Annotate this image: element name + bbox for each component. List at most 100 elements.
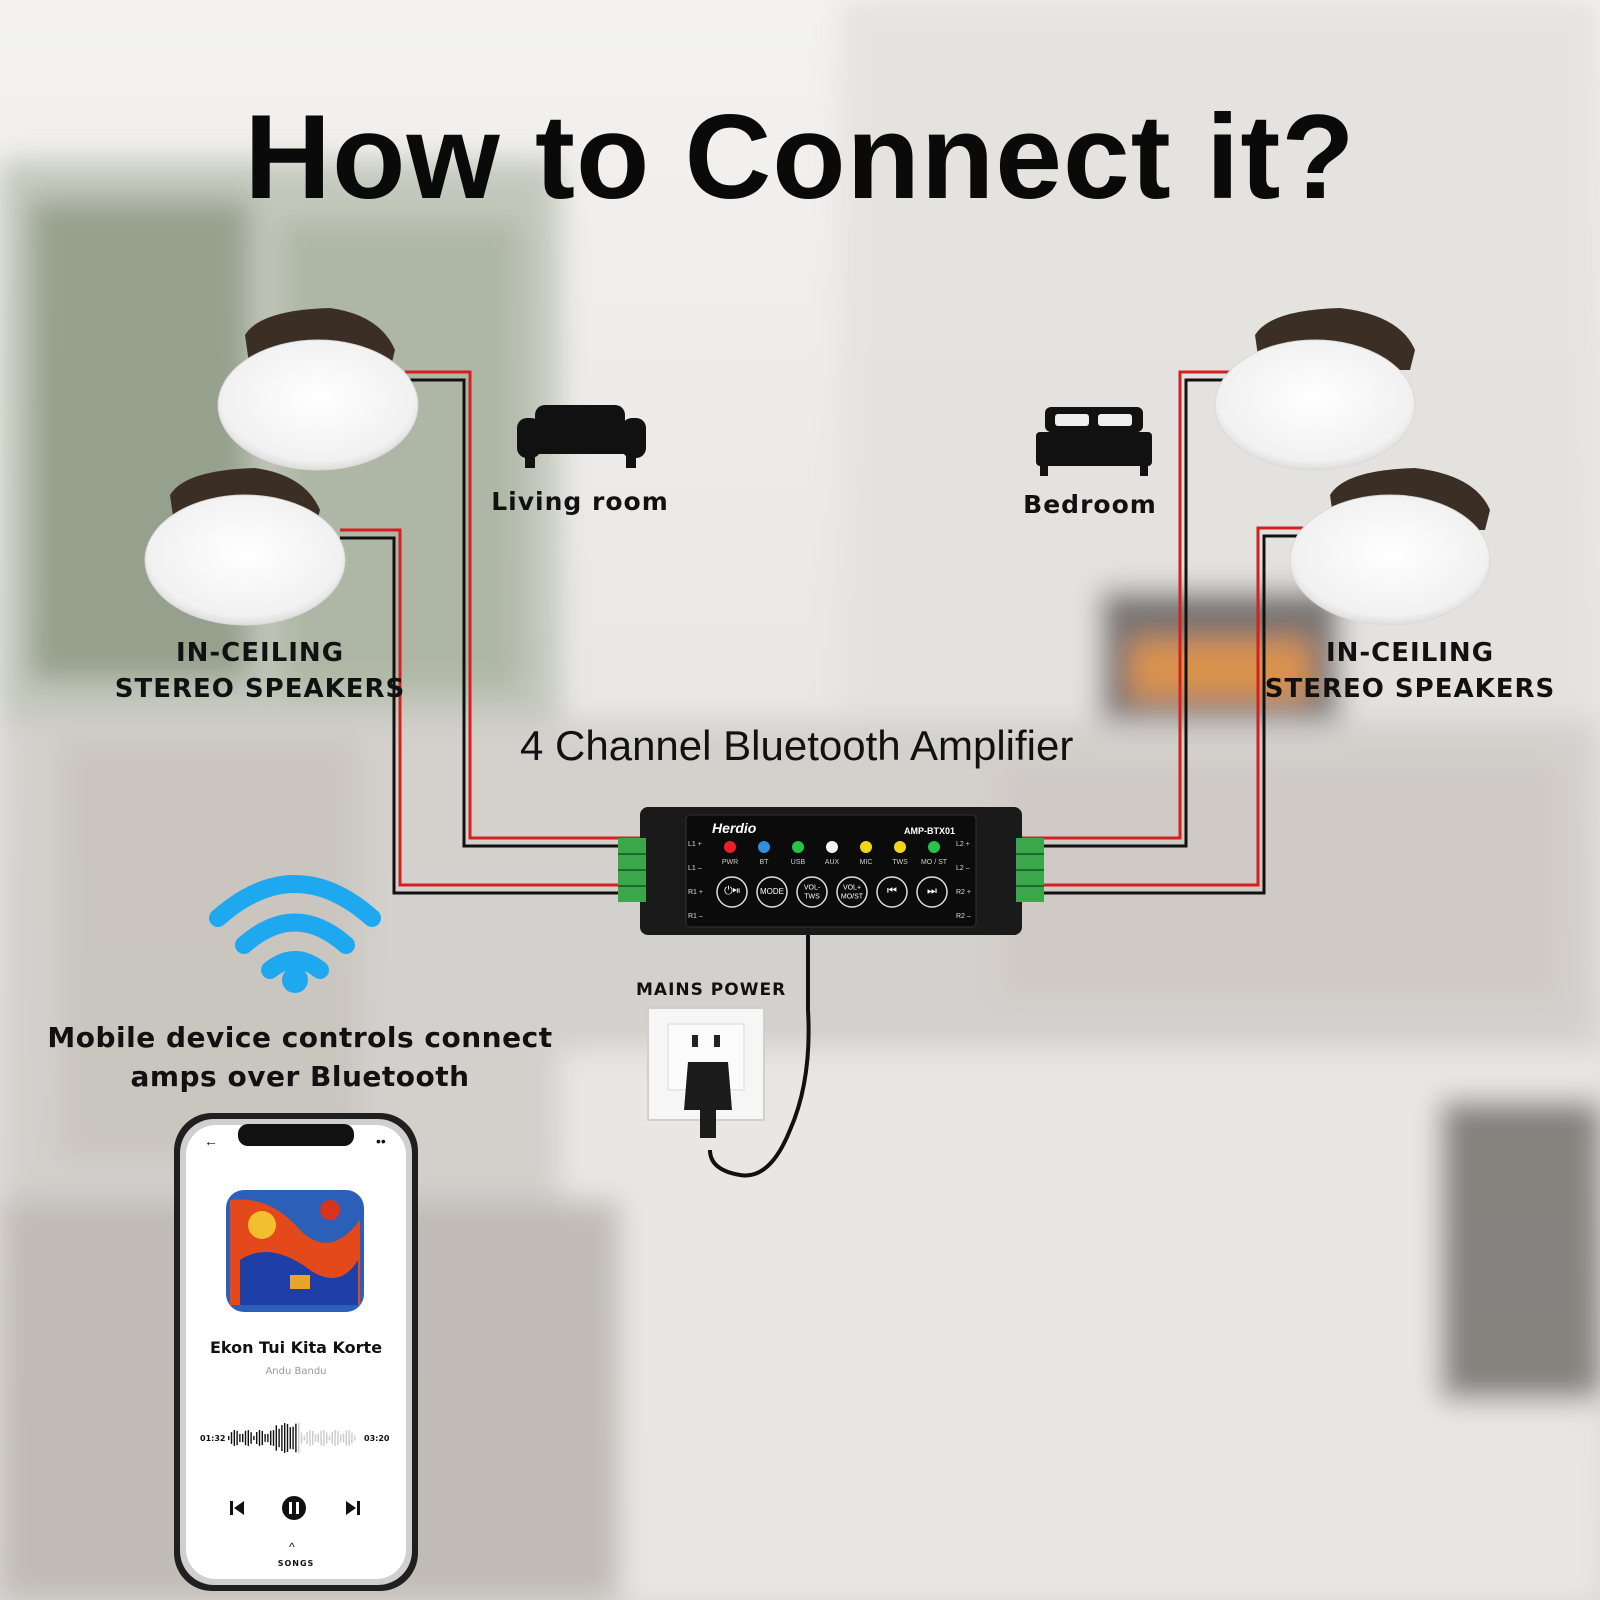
waveform-bar [258, 1430, 261, 1446]
led-mic [860, 841, 872, 853]
amp-button-label: VOL- [804, 885, 821, 892]
total-time: 03:20 [364, 1434, 390, 1443]
waveform-bar [267, 1433, 269, 1443]
waveform-bar [345, 1430, 347, 1446]
waveform-bar [309, 1430, 311, 1446]
waveform-bar [334, 1430, 336, 1446]
waveform-bar [284, 1423, 286, 1453]
song-artist: Andu Bandu [265, 1366, 327, 1377]
waveform-bar [247, 1430, 249, 1446]
amp-button[interactable] [836, 876, 868, 908]
waveform-bar [286, 1423, 289, 1453]
bed-icon [1036, 407, 1152, 476]
smartphone [174, 1113, 418, 1591]
waveform-bar [306, 1431, 308, 1445]
led-label: PWR [722, 859, 738, 866]
living-room-label: Living room [491, 487, 669, 516]
amp-button[interactable] [916, 876, 948, 908]
waveform-bar [326, 1432, 328, 1444]
sofa-icon [517, 405, 646, 468]
terminal-label: L1 – [688, 865, 702, 872]
right-speakers-label: IN-CEILING STEREO SPEAKERS [1250, 638, 1570, 704]
waveform-bar [300, 1432, 303, 1444]
waveform-bar [314, 1434, 317, 1442]
speaker-left-bottom [144, 468, 346, 626]
led-label: USB [791, 859, 806, 866]
left-wires [340, 370, 640, 895]
waveform-bar [298, 1423, 300, 1453]
terminal-label: R2 – [956, 913, 971, 920]
waveform-bar [250, 1432, 252, 1444]
chevron-up-icon: ^ [289, 1540, 295, 1554]
amp-button[interactable] [756, 876, 788, 908]
terminal-label: L1 + [688, 841, 702, 848]
right-speakers-label-line2: STEREO SPEAKERS [1264, 674, 1556, 704]
waveform-bar [323, 1430, 325, 1446]
waveform-bar [278, 1428, 280, 1448]
led-label: AUX [825, 859, 840, 866]
wall-outlet [647, 1007, 765, 1138]
led-bt [758, 841, 770, 853]
waveform-bar [337, 1431, 339, 1445]
waveform-bar [230, 1432, 233, 1444]
next-icon [346, 1501, 360, 1515]
amp-button[interactable] [796, 876, 828, 908]
speaker-right-bottom [1289, 468, 1491, 626]
waveform-bar [351, 1432, 353, 1444]
terminal-label: L2 + [956, 841, 970, 848]
left-speakers-label-line1: IN-CEILING [175, 638, 345, 668]
power-cable [708, 935, 811, 1178]
audio-waveform [228, 1423, 356, 1453]
left-speakers-label-line2: STEREO SPEAKERS [114, 674, 406, 704]
waveform-bar [328, 1435, 331, 1441]
amp-button-label: TWS [804, 894, 820, 901]
previous-icon [230, 1501, 244, 1515]
back-arrow-icon: ← [204, 1133, 218, 1149]
amplifier [618, 807, 1044, 935]
amplifier-title: 4 Channel Bluetooth Amplifier [520, 722, 1074, 769]
waveform-bar [312, 1430, 314, 1446]
speaker-right-top [1214, 308, 1416, 471]
amplifier-model: AMP-BTX01 [904, 826, 956, 836]
right-speakers-label-line1: IN-CEILING [1325, 638, 1495, 668]
phone-controls [230, 1496, 360, 1520]
amp-button-label: MODE [760, 887, 784, 896]
amp-button-label: ⏮ [887, 885, 897, 897]
amplifier-brand: Herdio [712, 820, 757, 836]
right-terminal-labels: L2 + L2 – R2 + R2 – [956, 833, 971, 929]
waveform-bar [236, 1430, 238, 1446]
waveform-bar [233, 1430, 235, 1446]
terminal-label: R1 – [688, 913, 703, 920]
waveform-bar [256, 1432, 258, 1444]
amp-button[interactable] [876, 876, 908, 908]
waveform-bar [354, 1435, 356, 1441]
page-title: How to Connect it? [244, 90, 1356, 224]
waveform-bar [242, 1433, 244, 1443]
waveform-bar [228, 1436, 230, 1440]
songs-tab[interactable]: SONGS [277, 1559, 315, 1568]
waveform-bar [239, 1433, 241, 1443]
mains-power-label: MAINS POWER [636, 980, 787, 1000]
terminal-label: L2 – [956, 865, 970, 872]
waveform-bar [340, 1434, 342, 1442]
waveform-bar [270, 1430, 272, 1446]
waveform-bar [303, 1435, 305, 1441]
elapsed-time: 01:32 [200, 1434, 226, 1443]
power-adapter [684, 1062, 732, 1110]
right-wires [1020, 370, 1310, 895]
waveform-bar [295, 1423, 297, 1453]
waveform-bar [272, 1430, 275, 1446]
bluetooth-caption-line2: amps over Bluetooth [130, 1060, 470, 1093]
amp-button-label: ⏭ [927, 885, 937, 897]
amp-button[interactable] [716, 876, 748, 908]
waveform-bar [261, 1430, 263, 1446]
pause-icon [282, 1496, 306, 1520]
led-most [928, 841, 940, 853]
terminal-label: R1 + [688, 889, 703, 896]
song-title: Ekon Tui Kita Korte [209, 1338, 383, 1357]
bluetooth-caption-line1: Mobile device controls connect [47, 1021, 553, 1054]
waveform-bar [317, 1433, 319, 1443]
waveform-bar [320, 1430, 322, 1446]
